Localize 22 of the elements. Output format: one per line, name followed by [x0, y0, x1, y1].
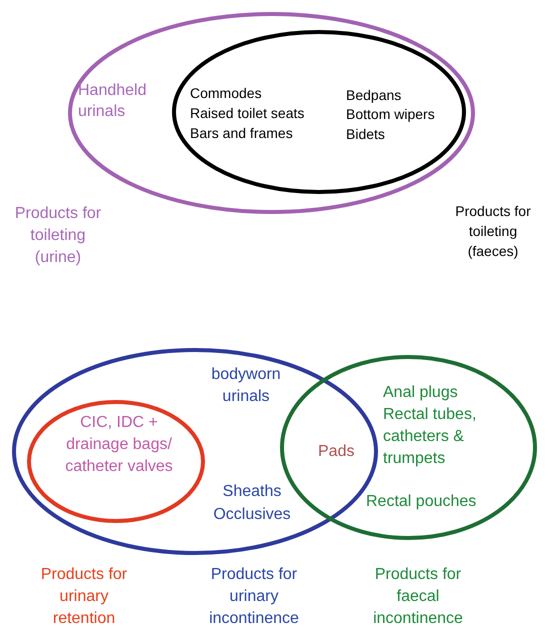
- category-label: Products for toileting (urine): [14, 204, 102, 268]
- item-label: Rectal tubes, catheters & trumpets: [383, 405, 478, 469]
- item-label: Bedpans: [346, 86, 402, 104]
- venn-ellipse: [172, 30, 466, 194]
- category-label: Products for urinary retention: [40, 565, 128, 629]
- item-label: Occlusives: [212, 505, 292, 525]
- item-label: Anal plugs: [383, 383, 459, 403]
- item-label: Bars and frames: [190, 124, 294, 142]
- item-label: Raised toilet seats: [190, 104, 306, 122]
- category-label: Products for toileting (faeces): [454, 202, 532, 261]
- item-label: Rectal pouches: [366, 492, 478, 512]
- overlap-label: Pads: [318, 442, 354, 462]
- category-label: Products for faecal incontinence: [372, 565, 464, 629]
- item-label: Handheld urinals: [78, 81, 148, 122]
- category-label: Products for urinary incontinence: [208, 565, 300, 629]
- item-label: bodyworn urinals: [210, 365, 282, 407]
- item-label: Bottom wipers: [346, 105, 436, 123]
- venn-ellipse: [27, 400, 205, 523]
- item-label: Commodes: [190, 84, 263, 102]
- item-label: CIC, IDC + drainage bags/ catheter valves: [64, 413, 174, 477]
- item-label: Sheaths: [222, 482, 282, 502]
- item-label: Bidets: [346, 125, 386, 143]
